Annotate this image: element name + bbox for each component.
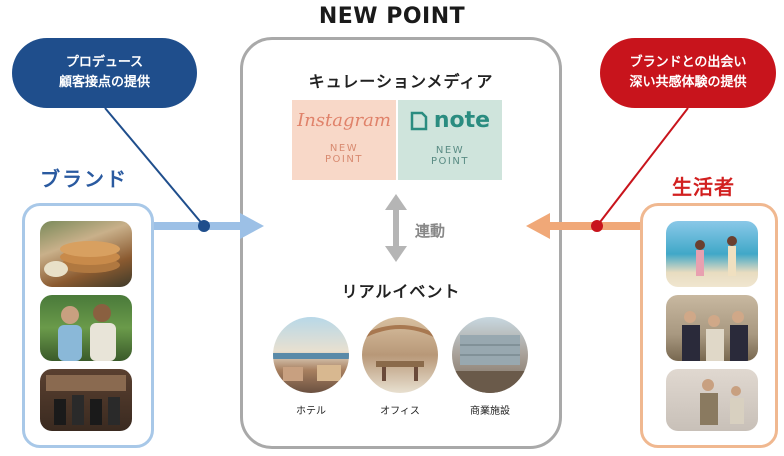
brand-value-bubble: プロデュース 顧客接点の提供 [12,38,197,108]
venue-label-commercial: 商業施設 [470,406,510,417]
venue-label-hotel: ホテル [296,406,326,417]
link-arrow-shaft [393,208,399,248]
note-page-icon [410,111,428,130]
left-connector-line [104,107,205,227]
consumer-label: 生活者 [672,175,735,199]
left-connector-dot [198,220,210,232]
mall-walking-photo [666,369,758,431]
consumer-bubble-line-2: 深い共感体験の提供 [629,75,747,90]
beach-photo [666,221,758,287]
diagram-title: NEW POINT [318,4,466,29]
right-connector-dot [591,220,603,232]
instagram-tile[interactable]: Instagram NEW POINT [292,100,396,180]
link-label: 連動 [415,222,446,240]
note-logo: note [410,108,490,133]
link-arrow-head-up [385,194,407,210]
consumer-value-bubble: ブランドとの出会い 深い共感体験の提供 [600,38,776,108]
note-sub-line-2: POINT [431,156,469,167]
consumer-arrow-head [526,213,550,239]
office-photo [362,317,438,393]
instagram-sub-line-2: POINT [325,154,363,165]
note-logo-text: note [433,108,491,133]
right-connector-line [596,107,689,227]
new-point-frame [240,37,562,449]
note-sub-line-1: NEW [435,145,465,156]
pancake-photo [40,221,132,287]
event-section-title: リアルイベント [341,282,461,301]
media-section-title: キュレーションメディア [308,72,494,91]
brand-arrow-head [240,213,264,239]
instagram-logo-text: Instagram [297,110,391,131]
brand-bubble-line-1: プロデュース [65,55,144,70]
note-tile[interactable]: note NEW POINT [398,100,502,180]
bottles-photo [40,369,132,431]
instagram-sub-line-1: NEW [329,143,359,154]
people-forest-photo [40,295,132,361]
instagram-tile-subtitle: NEW POINT [325,143,363,165]
brand-bubble-line-2: 顧客接点の提供 [58,75,150,90]
hotel-photo [273,317,349,393]
shopping-people-photo [666,295,758,361]
consumer-bubble-line-1: ブランドとの出会い [629,55,747,70]
link-arrow-head-down [385,246,407,262]
note-tile-subtitle: NEW POINT [431,145,469,167]
venue-label-office: オフィス [380,406,420,417]
commercial-facility-photo [452,317,528,393]
brand-label: ブランド [40,167,128,191]
